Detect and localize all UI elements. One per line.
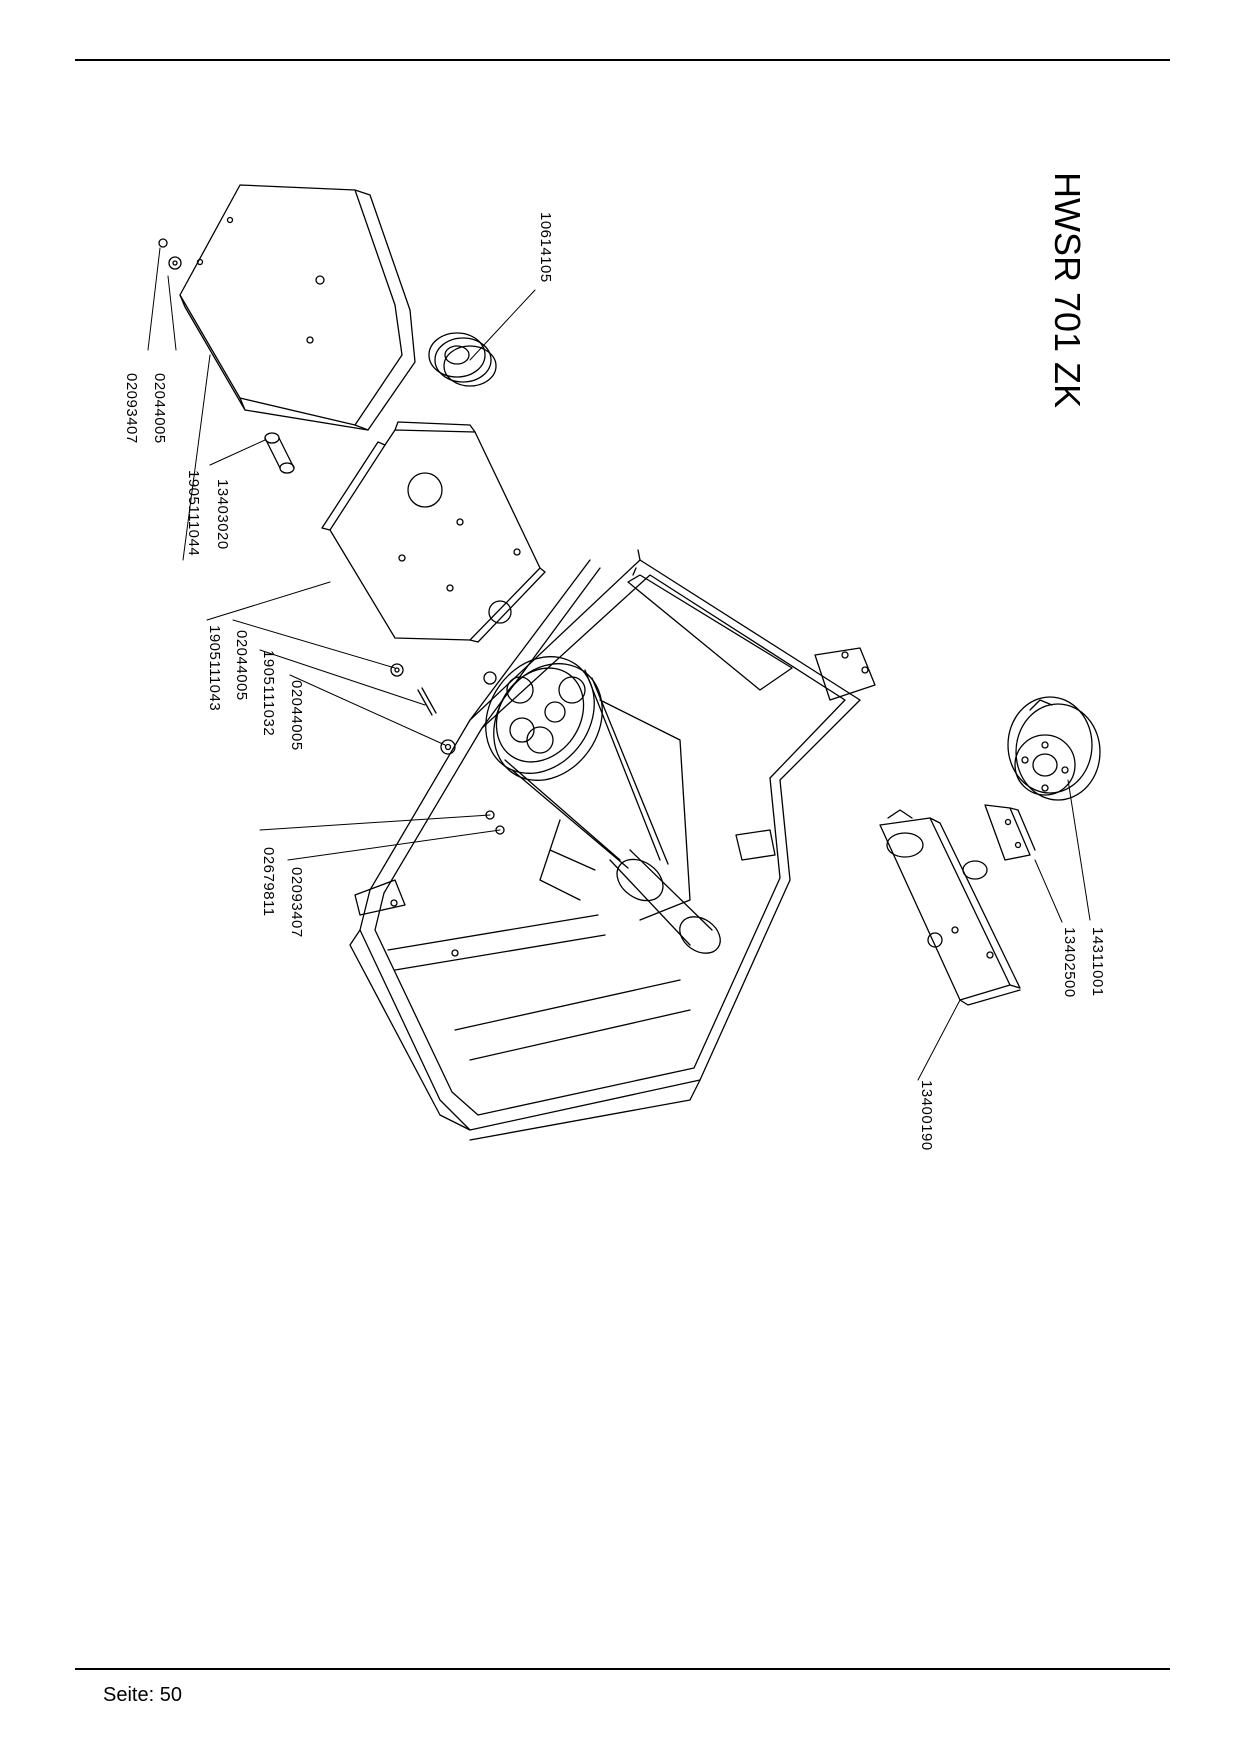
leader-lines: [147, 247, 1091, 1081]
small-pulley: [428, 332, 497, 387]
part-number-label: 13400190: [918, 1080, 935, 1151]
wheel-hub: [1007, 696, 1101, 801]
page-number: Seite: 50: [103, 1684, 182, 1706]
part-number-label: 1905111032: [260, 650, 277, 737]
part-number-label: 02044005: [151, 373, 168, 444]
main-frame: [349, 549, 876, 1141]
model-title: HWSR 701 ZK: [1047, 172, 1088, 409]
part-number-label: 1905111043: [206, 625, 223, 712]
part-number-label: 02093407: [288, 867, 305, 938]
part-number-label: 02044005: [288, 680, 305, 751]
cover-fasteners: [158, 238, 182, 270]
top-cover-plate: [179, 184, 416, 431]
part-number-label: 10614105: [537, 212, 554, 283]
large-pulley-assembly: [485, 656, 721, 954]
spacer-sleeve: [264, 432, 295, 474]
gearbox-bracket: [984, 804, 1036, 861]
gearbox: [879, 809, 1021, 1006]
part-number-label: 13402500: [1061, 927, 1078, 998]
mounting-plate: [321, 421, 546, 643]
part-number-label: 02044005: [233, 630, 250, 701]
part-number-label: 02093407: [123, 373, 140, 444]
part-number-label: 02679811: [260, 847, 277, 917]
footer-rule: [75, 1668, 1170, 1670]
part-number-label: 1905111044: [185, 470, 202, 557]
plate-fasteners: [390, 663, 505, 835]
part-number-label: 13403020: [214, 479, 231, 550]
header-rule: [75, 59, 1170, 61]
part-number-label: 14311001: [1089, 927, 1106, 997]
